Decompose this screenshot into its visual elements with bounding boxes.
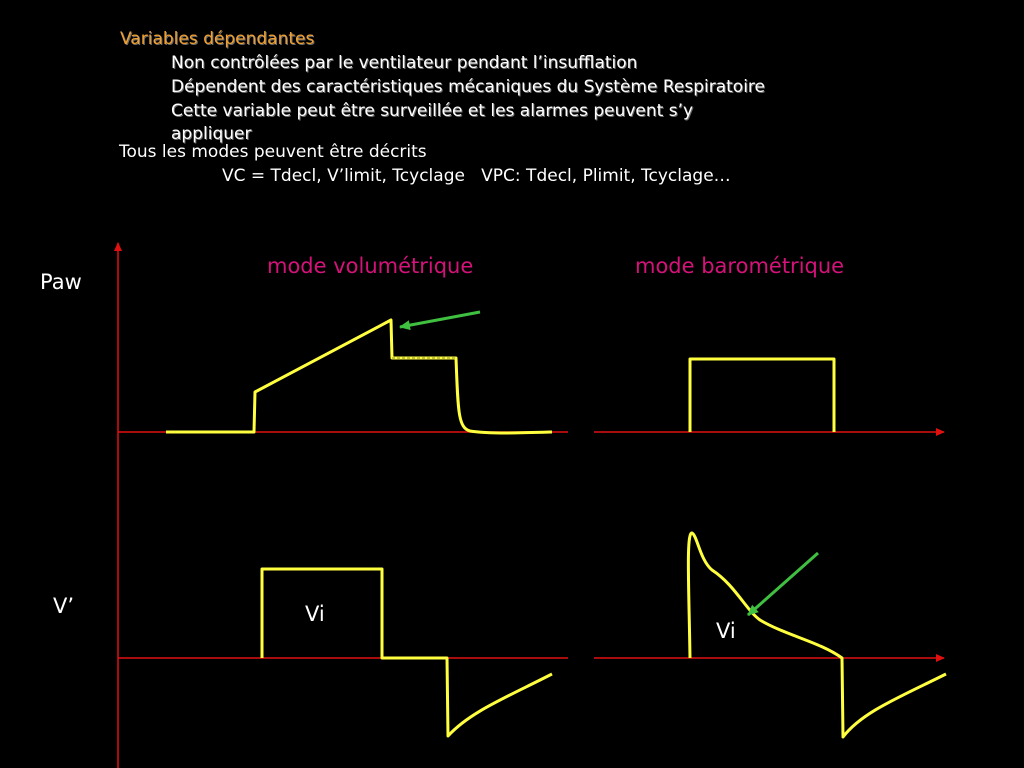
bullet-monitoring-continued: appliquer [171,124,252,144]
bullet-depend-mechanics: Dépendent des caractéristiques mécanique… [171,77,766,97]
flow-axis-label: V’ [53,594,75,618]
mode-formulas: VC = Tdecl, V’limit, Tcyclage VPC: Tdecl… [222,166,731,186]
paw-curve-pressure-mode [688,357,836,432]
modes-description: Tous les modes peuvent être décrits [119,142,427,162]
peak-pressure-arrow [399,310,481,331]
paw-axis-label: Paw [40,270,82,294]
flow-curve-pressure-mode [686,531,947,739]
bullet-monitoring: Cette variable peut être surveillée et l… [171,101,694,121]
bullet-not-controlled: Non contrôlées par le ventilateur pendan… [171,53,638,73]
slide-heading: Variables dépendantes [120,29,315,49]
formula-vc: VC = Tdecl, V’limit, Tcyclage [222,166,465,186]
flow-curve-volume-mode [260,567,553,738]
volume-mode-title: mode volumétrique [267,254,474,278]
decelerating-flow-arrow [747,551,819,617]
tidal-volume-label-pressure-mode: Vi [716,619,736,643]
pressure-mode-title: mode barométrique [635,254,845,278]
tidal-volume-label-volume-mode: Vi [305,602,325,626]
formula-vpc: VPC: Tdecl, Plimit, Tcyclage… [481,166,731,186]
paw-curve-volume-mode [166,318,553,435]
